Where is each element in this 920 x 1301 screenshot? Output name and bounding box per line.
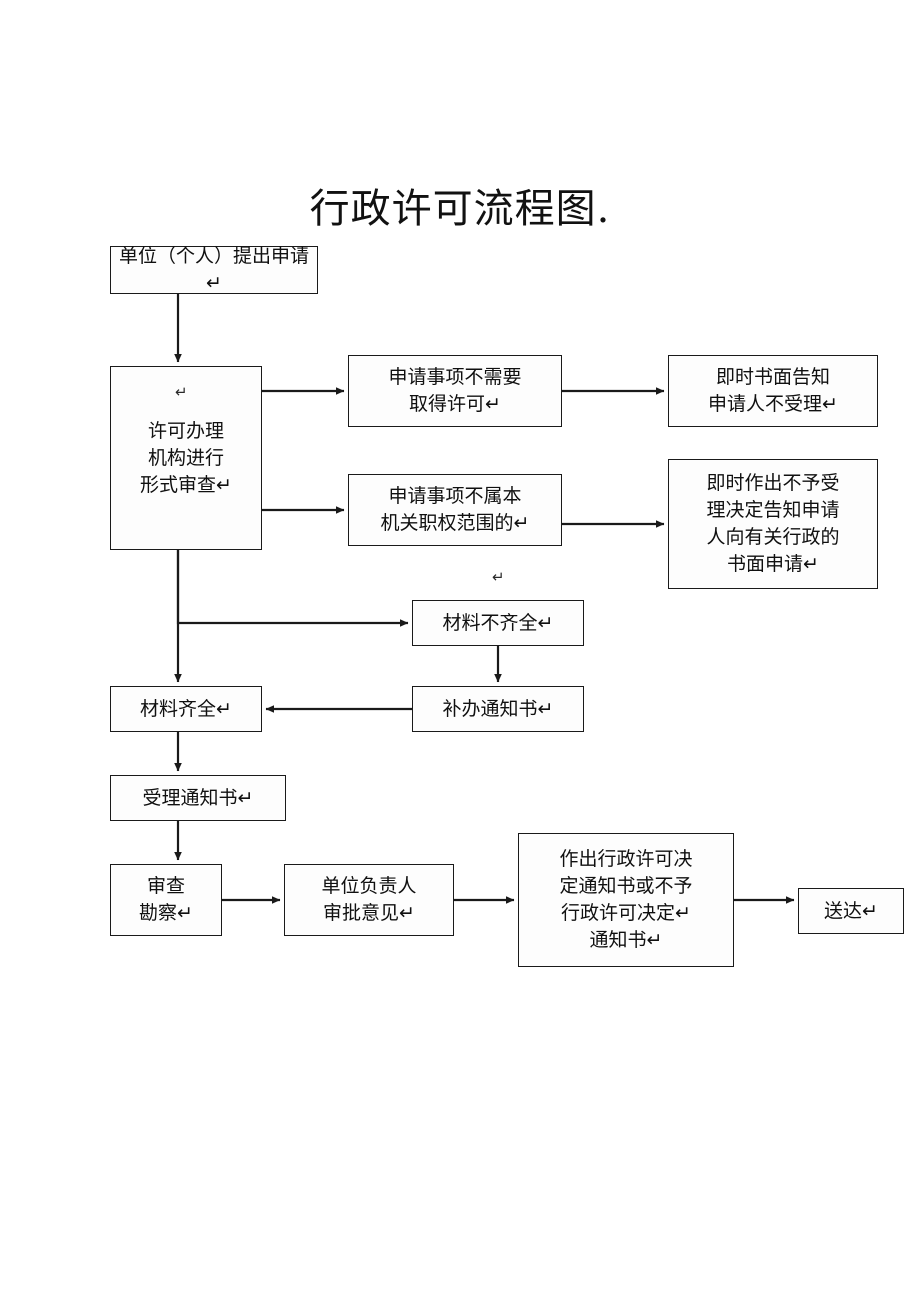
node-inspection[interactable]: 审查 勘察↵ (110, 864, 222, 936)
node-materials-complete[interactable]: 材料齐全↵ (110, 686, 262, 732)
node-deliver[interactable]: 送达↵ (798, 888, 904, 934)
node-decision-notice[interactable]: 作出行政许可决 定通知书或不予 行政许可决定↵ 通知书↵ (518, 833, 734, 967)
node-decision-notice-label: 作出行政许可决 定通知书或不予 行政许可决定↵ 通知书↵ (559, 848, 693, 951)
node-not-in-scope[interactable]: 申请事项不属本 机关职权范围的↵ (348, 474, 562, 546)
node-reject-decision[interactable]: 即时作出不予受 理决定告知申请 人向有关行政的 书面申请↵ (668, 459, 878, 589)
node-not-in-scope-label: 申请事项不属本 机关职权范围的↵ (380, 485, 530, 534)
node-inspection-label: 审查 勘察↵ (139, 875, 193, 924)
edge-review-to-incomplete (176, 550, 409, 627)
node-reject-decision-label: 即时作出不予受 理决定告知申请 人向有关行政的 书面申请↵ (706, 472, 840, 575)
node-supplement-notice-label: 补办通知书↵ (442, 697, 554, 720)
node-materials-incomplete-label: 材料不齐全↵ (442, 611, 554, 634)
node-acceptance-notice-label: 受理通知书↵ (142, 786, 254, 809)
node-materials-complete-label: 材料齐全↵ (140, 697, 232, 720)
node-no-permit-label: 申请事项不需要 取得许可↵ (388, 366, 522, 415)
node-supplement-notice[interactable]: 补办通知书↵ (412, 686, 584, 732)
node-materials-incomplete[interactable]: 材料不齐全↵ (412, 600, 584, 646)
review-leading-return-icon: ↵ (175, 383, 188, 401)
node-deliver-label: 送达↵ (824, 899, 878, 922)
node-review[interactable]: ↵ 许可办理 机构进行 形式审查↵ (110, 366, 262, 550)
node-apply-label: 单位（个人）提出申请↵ (118, 245, 309, 294)
node-approval-opinion-label: 单位负责人 审批意见↵ (321, 875, 417, 924)
page-title: 行政许可流程图. (309, 186, 611, 232)
node-no-permit[interactable]: 申请事项不需要 取得许可↵ (348, 355, 562, 427)
node-review-label: 许可办理 机构进行 形式审查↵ (140, 419, 232, 496)
incomplete-floating-return-icon: ↵ (492, 568, 505, 586)
node-apply[interactable]: 单位（个人）提出申请↵ (110, 245, 318, 294)
node-acceptance-notice[interactable]: 受理通知书↵ (110, 775, 286, 821)
node-approval-opinion[interactable]: 单位负责人 审批意见↵ (284, 864, 454, 936)
node-notify-written-label: 即时书面告知 申请人不受理↵ (708, 366, 838, 415)
node-notify-written[interactable]: 即时书面告知 申请人不受理↵ (668, 355, 878, 427)
